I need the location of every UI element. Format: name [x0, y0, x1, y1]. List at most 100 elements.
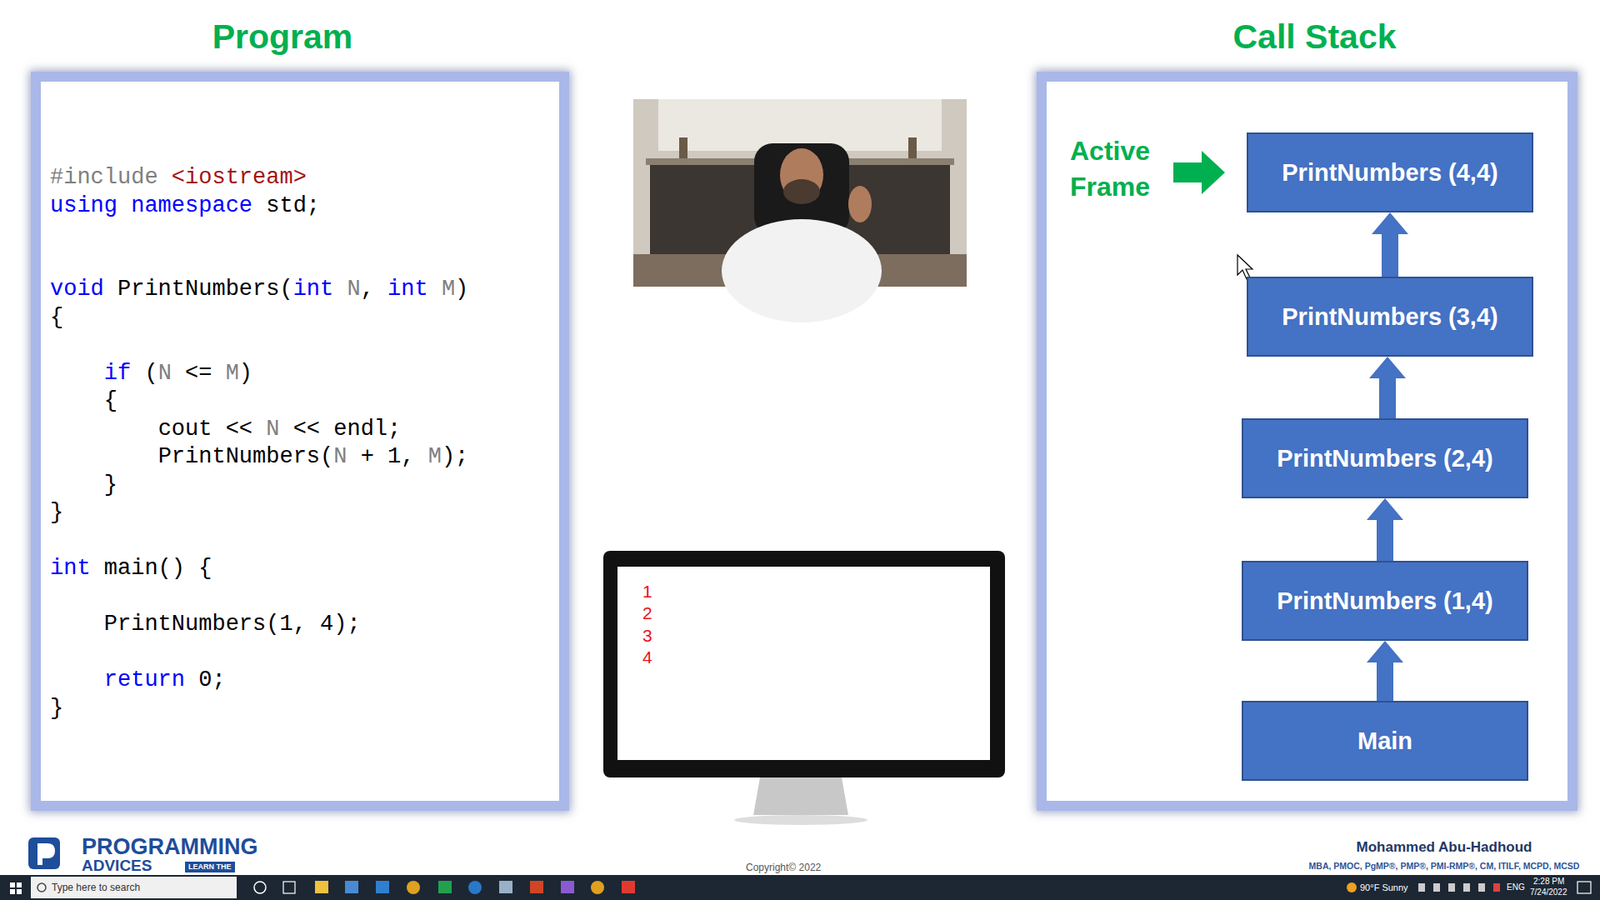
search-placeholder: Type here to search	[51, 881, 140, 894]
search-box	[30, 876, 237, 899]
tray-icon	[1433, 883, 1440, 892]
language-indicator: ENG	[1506, 881, 1525, 894]
taskbar-icon	[315, 880, 329, 894]
tray-icon	[1478, 883, 1485, 892]
code-token: main() {	[104, 554, 213, 583]
taskbar-icon	[438, 880, 452, 894]
start-icon	[16, 889, 22, 895]
frame-label: Main	[1357, 727, 1413, 755]
taskbar	[0, 875, 1600, 900]
code-token: N	[346, 275, 360, 304]
code-token: if	[104, 359, 131, 388]
stack-frame: PrintNumbers (3,4)	[1246, 276, 1534, 357]
mouse-cursor	[1237, 255, 1253, 280]
panel-heading: Call Stack	[1054, 16, 1575, 57]
stack-arrow	[1369, 356, 1406, 419]
frame-label: PrintNumbers (2,4)	[1276, 445, 1493, 473]
code-token: void	[50, 275, 105, 304]
logo-badge	[28, 837, 60, 870]
stack-arrow	[1371, 212, 1409, 277]
logo-mark	[37, 843, 55, 865]
beard	[783, 179, 820, 205]
code-token: using	[50, 191, 118, 220]
code-token: <=	[185, 359, 212, 388]
weather-icon	[1346, 882, 1357, 893]
monitor-picture	[603, 550, 1005, 825]
author-name: Mohammed Abu-Hadhoud	[1277, 839, 1600, 856]
copyright-note: Copyright© 2022	[745, 861, 821, 874]
monitor-screen: 1234	[617, 566, 990, 760]
start-icon	[10, 889, 15, 895]
output-line: 2	[642, 603, 653, 624]
code-token: PrintNumbers(	[117, 275, 294, 304]
stack-arrow	[1366, 498, 1404, 561]
logo-icon	[28, 837, 60, 870]
clock-date: 7/24/2022	[1530, 887, 1568, 898]
taskbar-icon	[499, 880, 513, 894]
statue	[679, 137, 688, 159]
code-token: }	[50, 694, 64, 723]
start-icon	[16, 882, 22, 888]
code-token: << endl;	[293, 415, 402, 444]
code-token: M	[441, 275, 455, 304]
code-token: PrintNumbers(1, 4);	[104, 610, 361, 639]
code-token: N	[158, 359, 172, 388]
logo-badge-text: LEARN THE	[185, 861, 235, 873]
taskbar-bar	[0, 875, 1600, 900]
frame-label: PrintNumbers (1,4)	[1276, 587, 1493, 615]
code-token: ,	[360, 275, 375, 304]
panel-ground	[1036, 71, 1578, 811]
monitor-bezel	[603, 550, 1005, 778]
code-token: + 1,	[360, 442, 415, 471]
program-panel: Program#include<iostream>usingnamespaces…	[30, 71, 570, 811]
code-token: PrintNumbers(	[158, 442, 335, 471]
stack-frame: PrintNumbers (4,4)	[1246, 132, 1534, 213]
code-token: M	[428, 442, 442, 471]
stack-frame: PrintNumbers (2,4)	[1241, 418, 1529, 499]
code-token: )	[455, 275, 469, 304]
code-token: (	[144, 359, 158, 388]
clock-time: 2:28 PM	[1533, 876, 1565, 887]
output-line: 4	[642, 647, 653, 668]
stack-arrow	[1366, 640, 1404, 701]
code-token: );	[441, 442, 469, 471]
stack-frame: PrintNumbers (1,4)	[1241, 560, 1529, 641]
code-token: }	[50, 498, 64, 527]
taskbar-icon	[468, 880, 482, 895]
code-token: N	[333, 442, 347, 471]
panel-heading: Program	[23, 16, 542, 57]
code-token: std;	[265, 191, 320, 220]
monitor-base	[734, 815, 868, 825]
active-frame-label: Active Frame	[1051, 133, 1169, 205]
taskbar-icon	[283, 881, 295, 894]
shirt	[721, 219, 882, 323]
logo-text: ADVICES	[81, 857, 152, 875]
code-token: return	[104, 665, 185, 695]
taskbar-icon	[621, 880, 635, 894]
taskbar-icon	[345, 880, 359, 894]
author-credentials: MBA, PMOC, PgMP®, PMP®, PMI-RMP®, CM, IT…	[1260, 860, 1600, 872]
weather-text: 90°F Sunny	[1360, 881, 1409, 894]
monitor-stand	[753, 777, 849, 815]
taskbar-icon	[590, 880, 605, 895]
code-token: )	[239, 359, 253, 388]
code-token: }	[104, 470, 118, 500]
hand	[848, 185, 872, 223]
taskbar-icon	[406, 880, 420, 895]
code-token: int	[293, 275, 335, 304]
code-token: 0;	[198, 665, 225, 695]
frame-label: PrintNumbers (4,4)	[1281, 159, 1498, 187]
statue	[908, 137, 917, 159]
taskbar-icon	[530, 880, 544, 894]
webcam-picture	[633, 99, 967, 323]
tray-icon	[1448, 883, 1455, 892]
stack-frame: Main	[1241, 700, 1529, 781]
code-token: namespace	[130, 191, 253, 220]
code-token: M	[225, 359, 240, 388]
code-token: cout <<	[158, 415, 253, 444]
tray-icon	[1493, 883, 1500, 892]
code-token: <iostream>	[171, 163, 307, 192]
code-token: {	[104, 386, 118, 415]
logo-text: PROGRAMMING	[81, 835, 259, 859]
